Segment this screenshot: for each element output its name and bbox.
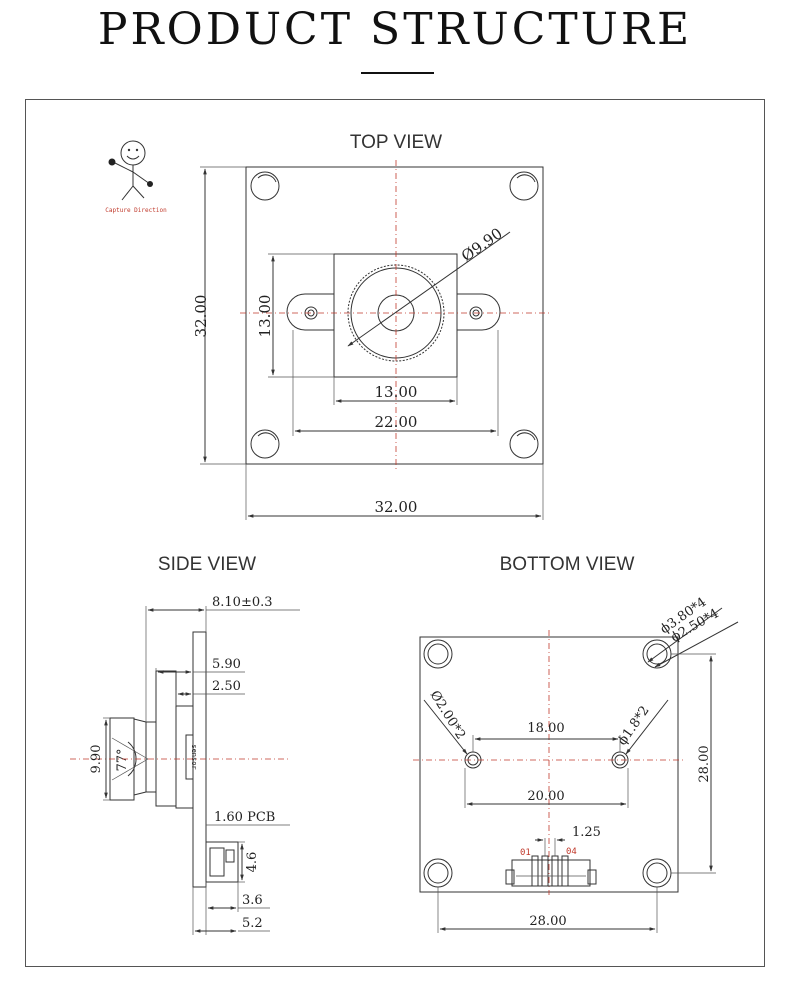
bottom-pin-last: 04 (566, 847, 577, 857)
capture-direction-mascot: Capture Direction (105, 140, 167, 214)
side-sensor-mark: sensor (190, 744, 198, 769)
side-dim-fov: 77° (115, 748, 130, 771)
drawing-frame (25, 99, 765, 967)
side-dim-pcb: 1.60 PCB (214, 810, 275, 825)
title-underline (361, 72, 434, 74)
top-board-outline (245, 166, 544, 465)
side-dim-connector-depth-a: 3.6 (242, 893, 263, 908)
bottom-dim-board-height: 28.00 (697, 745, 712, 782)
bottom-dim-small-hole-left: Ø2.00*2 (427, 688, 469, 742)
bottom-view: BOTTOM VIEW ϕ3.80*4 ϕ2.50*4 Ø2.00*2 ϕ1.8… (413, 554, 739, 933)
side-dim-lens-diameter: 9.90 (89, 745, 104, 774)
top-dim-sensor-width: 13.00 (375, 383, 418, 401)
bottom-pin-first: 01 (520, 848, 531, 858)
top-view: TOP VIEW 32.00 (192, 132, 550, 520)
side-view: SIDE VIEW sensor 77° 9.90 8.10±0.3 5.90 (70, 554, 300, 935)
top-dim-board-height: 32.00 (192, 295, 210, 338)
top-dim-board-width: 32.00 (375, 498, 418, 516)
bottom-dim-board-width: 28.00 (529, 914, 566, 929)
side-dim-lens-height: 5.90 (212, 657, 241, 672)
side-dim-connector-depth-b: 5.2 (242, 916, 263, 931)
top-corner-holes (250, 171, 539, 459)
page-title: PRODUCT STRUCTURE (97, 4, 693, 55)
bottom-dim-hole-spacing-inner: 18.00 (527, 721, 564, 736)
side-lens-barrel (155, 670, 177, 807)
side-dim-total-height: 8.10±0.3 (212, 595, 273, 610)
top-mount-ears (286, 293, 501, 331)
top-sensor-holder (333, 253, 458, 378)
bottom-view-label: BOTTOM VIEW (500, 554, 635, 575)
bottom-dim-hole-spacing-outer: 20.00 (527, 789, 564, 804)
side-dim-connector-height: 4.6 (245, 852, 260, 873)
mascot-caption: Capture Direction (105, 207, 167, 214)
bottom-dim-pin-pitch: 1.25 (572, 825, 601, 840)
bottom-dim-small-hole-right: ϕ1.8*2 (615, 703, 653, 748)
top-view-label: TOP VIEW (350, 132, 442, 153)
top-dim-mount-spacing: 22.00 (375, 413, 418, 431)
bottom-corner-holes (423, 639, 672, 888)
top-dim-sensor-height: 13.00 (256, 295, 274, 338)
bottom-connector (505, 855, 597, 887)
side-dim-holder-height: 2.50 (212, 679, 241, 694)
side-connector (205, 841, 239, 883)
side-view-label: SIDE VIEW (158, 554, 256, 575)
top-dim-lens-diameter: Ø9.90 (458, 224, 506, 265)
